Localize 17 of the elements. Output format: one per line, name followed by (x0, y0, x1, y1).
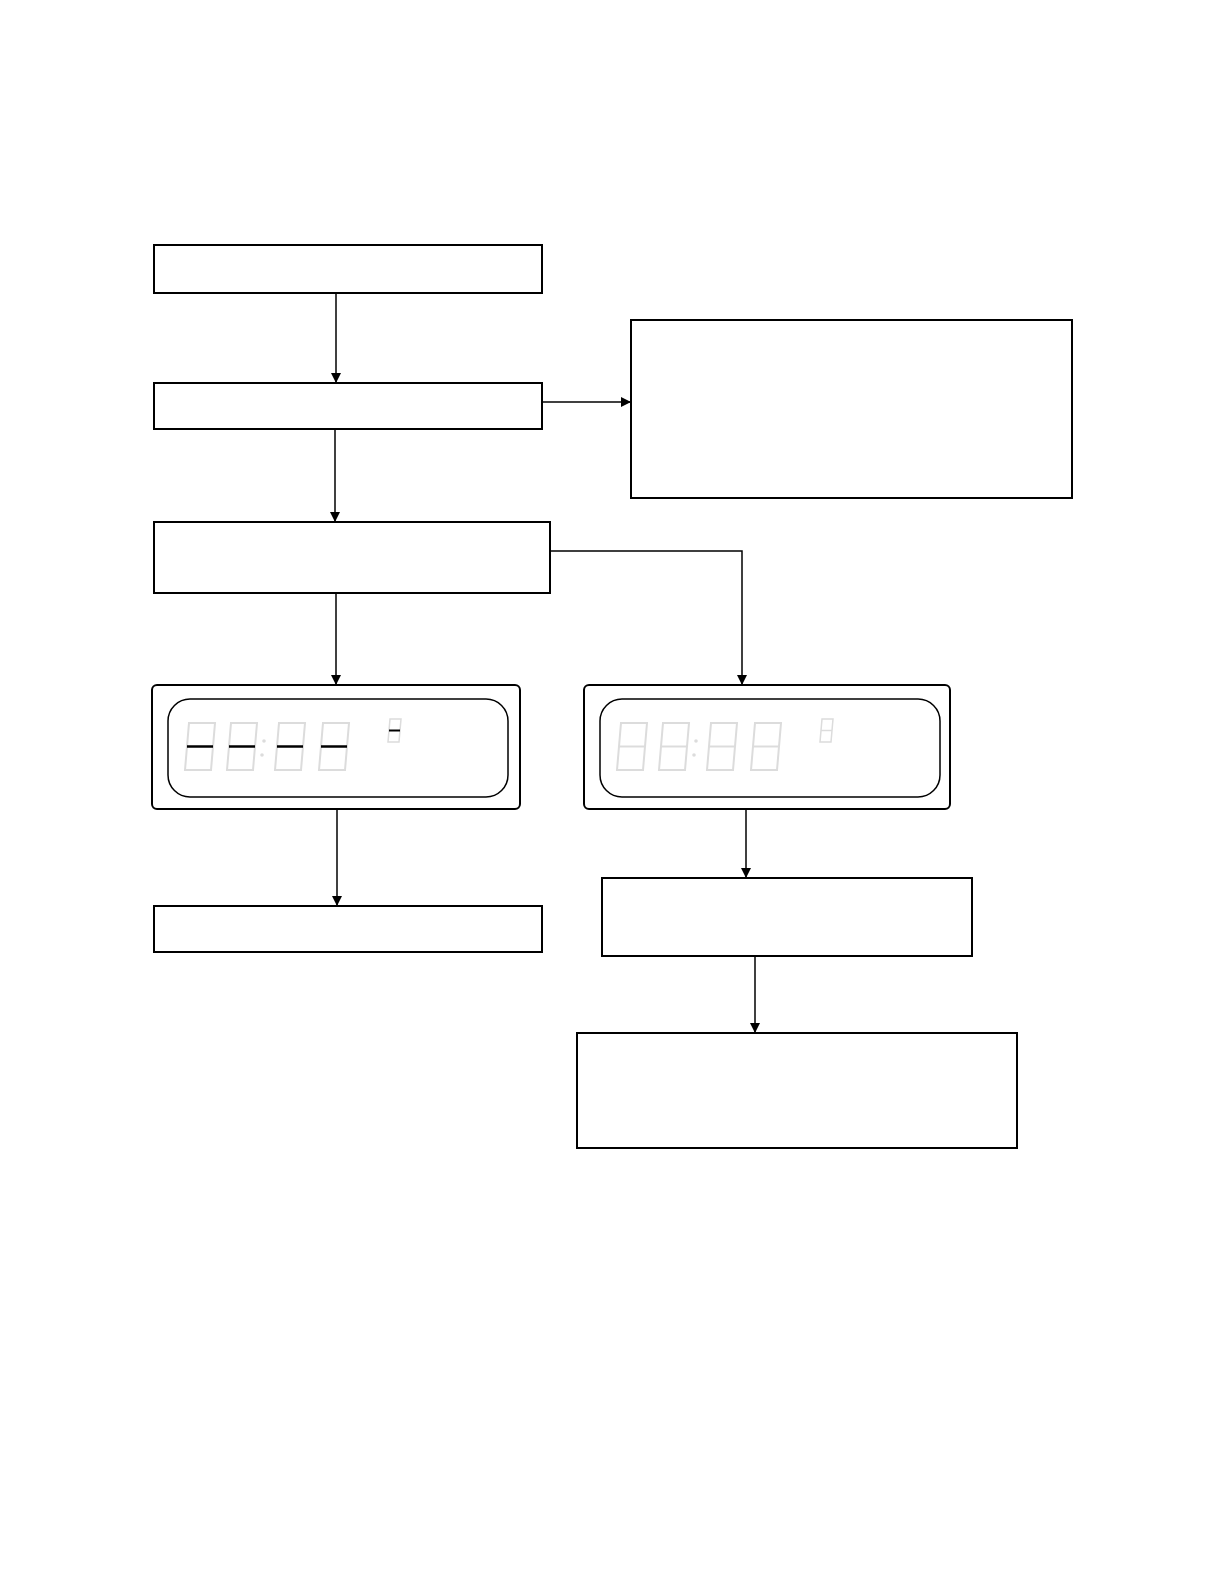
process-box (153, 244, 543, 294)
display-panel (583, 684, 951, 810)
arrow (550, 550, 747, 685)
process-box (153, 521, 551, 594)
process-box (153, 382, 543, 430)
arrow (750, 956, 760, 1033)
display-panel (151, 684, 521, 810)
arrow (331, 293, 341, 383)
process-box (601, 877, 973, 957)
process-box (630, 319, 1073, 499)
arrow (741, 809, 751, 878)
process-box (153, 905, 543, 953)
arrow (330, 429, 340, 522)
arrow (332, 809, 342, 906)
process-box (576, 1032, 1018, 1149)
arrow (331, 593, 341, 685)
arrow (542, 397, 631, 407)
